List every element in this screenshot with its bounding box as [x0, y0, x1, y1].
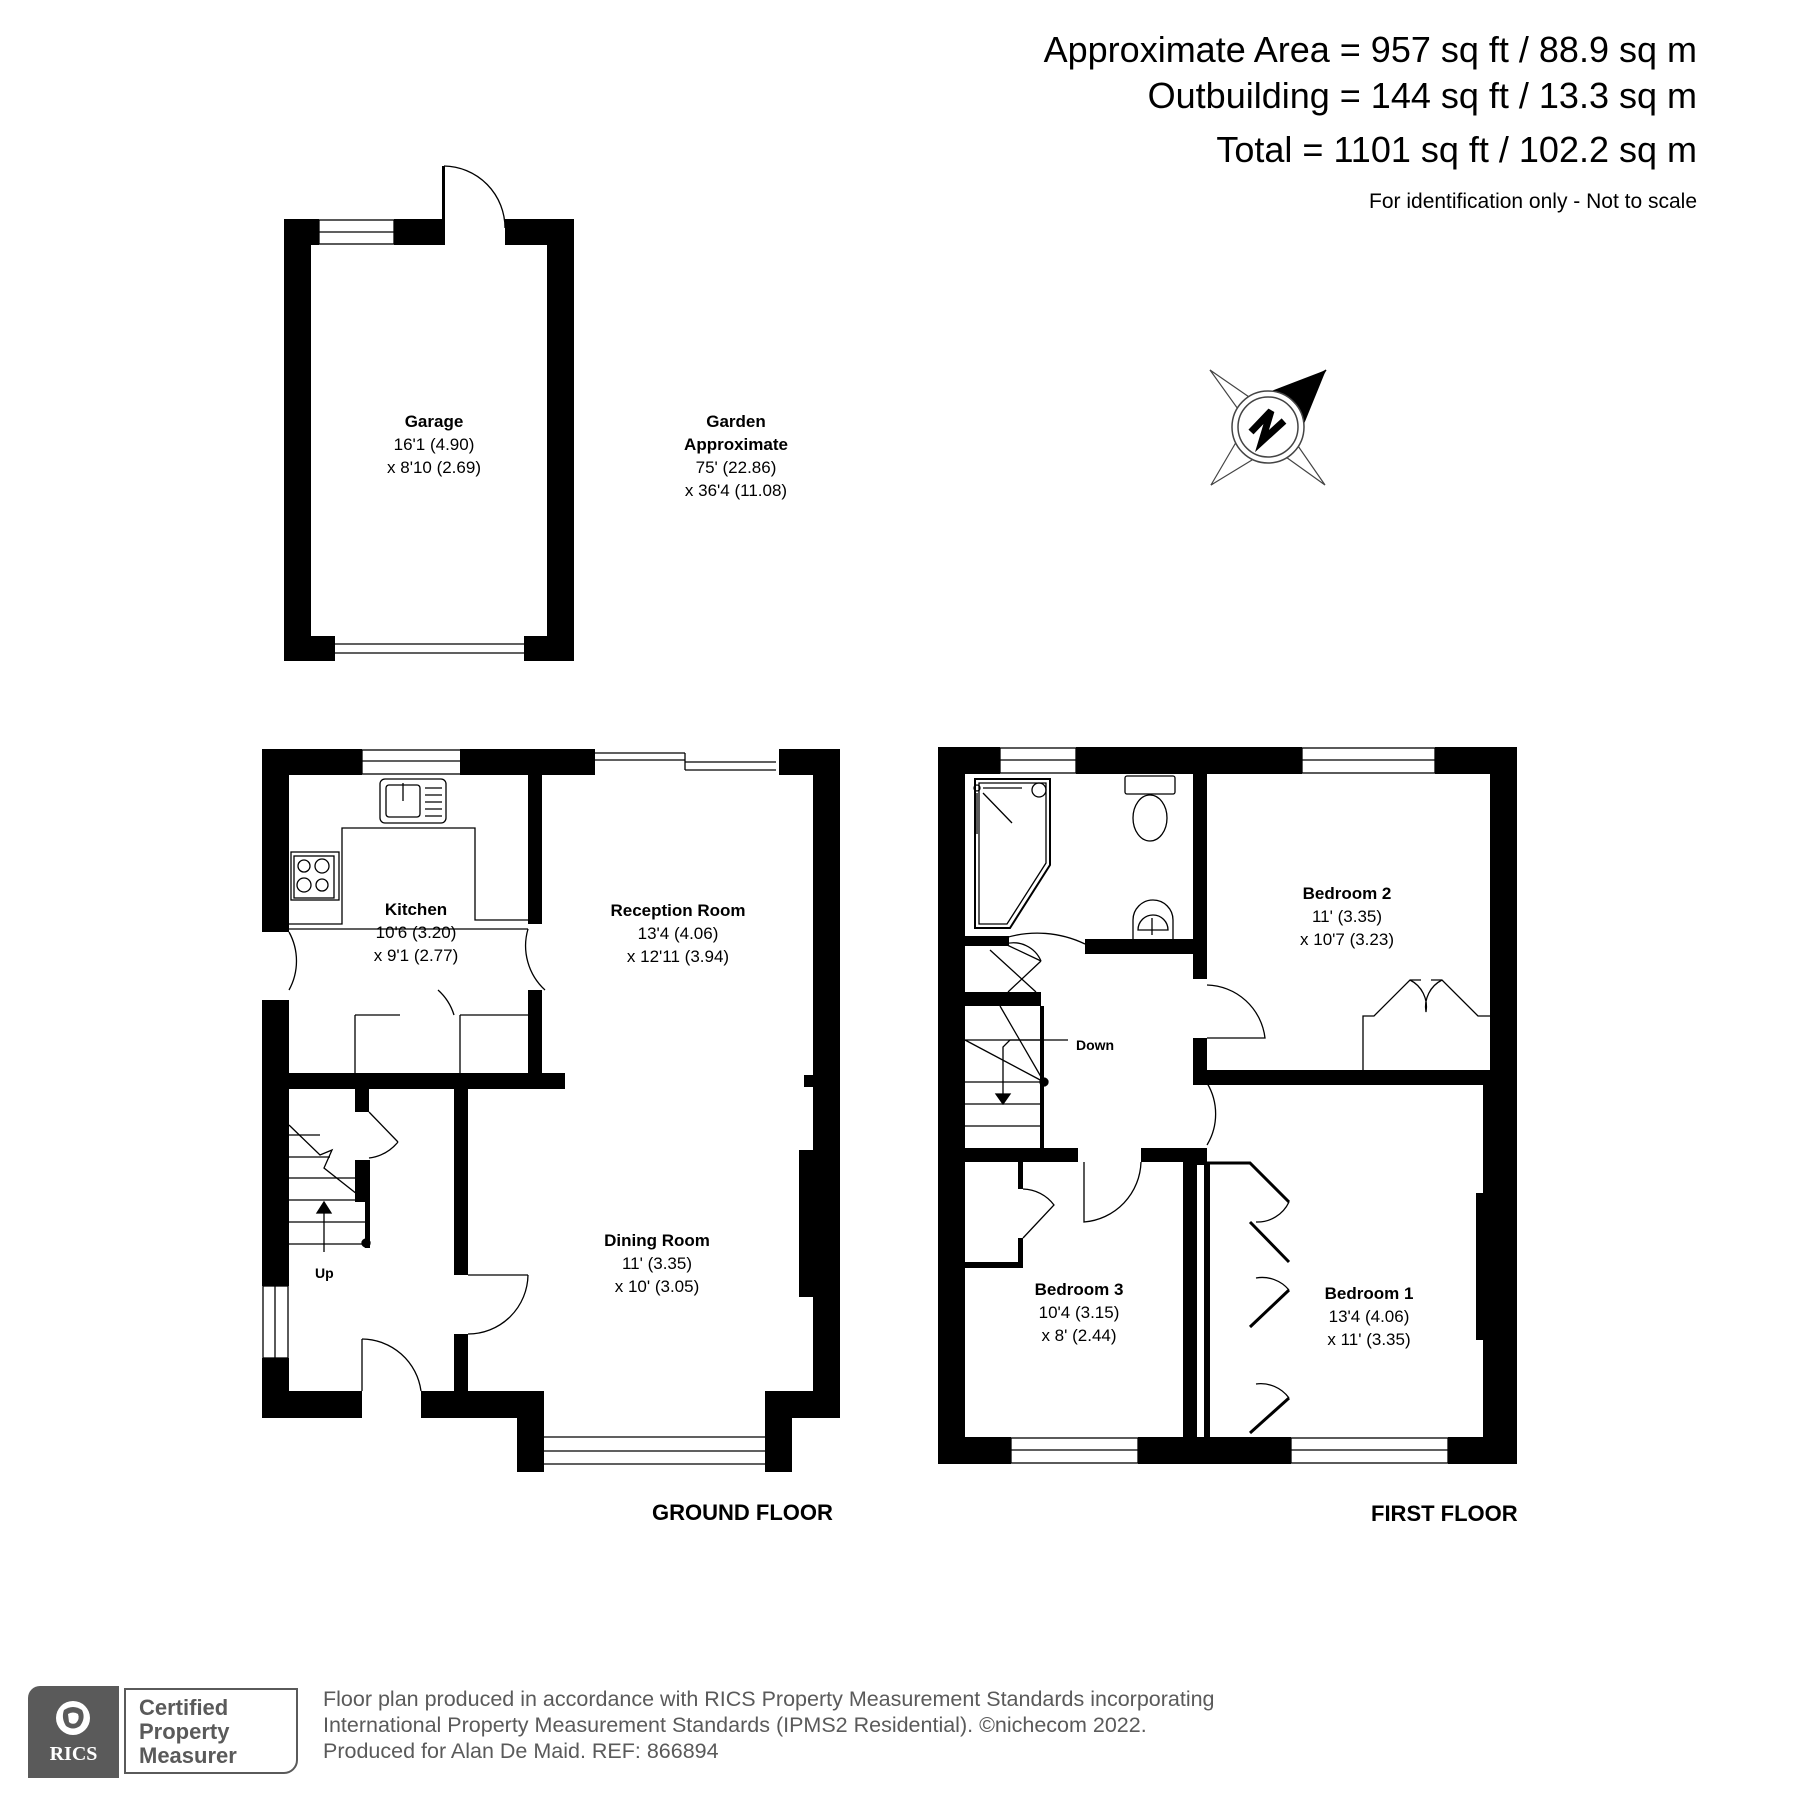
- ground-floor-walls: [262, 749, 840, 1472]
- room-dimension: 10'4 (3.15): [1038, 1303, 1120, 1322]
- room-dimension: x 9'1 (2.77): [373, 946, 459, 965]
- room-garage: Garage 16'1 (4.90) x 8'10 (2.69): [387, 410, 481, 479]
- footer-statement: Floor plan produced in accordance with R…: [323, 1686, 1215, 1764]
- room-name: Bedroom 2: [1302, 884, 1392, 903]
- approximate-area: Approximate Area = 957 sq ft / 88.9 sq m: [1043, 29, 1697, 70]
- footer-line: International Property Measurement Stand…: [323, 1713, 1147, 1737]
- scale-disclaimer: For identification only - Not to scale: [1369, 190, 1697, 213]
- room-name: Garage: [404, 412, 464, 431]
- footer-line: Produced for Alan De Maid. REF: 866894: [323, 1739, 719, 1763]
- room-dimension: x 8' (2.44): [1041, 1326, 1117, 1345]
- first-floor-walls: [938, 747, 1517, 1464]
- room-dimension: 75' (22.86): [695, 458, 777, 477]
- room-dimension: x 8'10 (2.69): [387, 458, 481, 477]
- room-dimension: 10'6 (3.20): [375, 923, 457, 942]
- rics-wordmark: RICS: [49, 1743, 98, 1765]
- room-name: Kitchen: [384, 900, 448, 919]
- room-dimension: 11' (3.35): [1311, 907, 1383, 926]
- room-dimension: x 10'7 (3.23): [1300, 930, 1394, 949]
- room-dimension: 13'4 (4.06): [637, 924, 719, 943]
- area-garden: Garden Approximate 75' (22.86) x 36'4 (1…: [684, 410, 788, 502]
- stairs-down-label: Down: [1076, 1037, 1115, 1053]
- badge-line: Measurer: [139, 1743, 237, 1768]
- room-dimension: x 36'4 (11.08): [684, 481, 788, 500]
- room-bedroom-3: Bedroom 3 10'4 (3.15) x 8' (2.44): [1035, 1278, 1124, 1347]
- room-kitchen: Kitchen 10'6 (3.20) x 9'1 (2.77): [374, 898, 459, 967]
- room-name: Dining Room: [604, 1231, 710, 1250]
- room-name: Reception Room: [610, 901, 746, 920]
- garage-outbuilding: [284, 166, 574, 661]
- room-dining: Dining Room 11' (3.35) x 10' (3.05): [604, 1229, 710, 1298]
- first-floor-title: FIRST FLOOR: [1371, 1501, 1518, 1526]
- room-name-qualifier: Approximate: [684, 435, 788, 454]
- room-dimension: x 11' (3.35): [1327, 1330, 1411, 1349]
- room-dimension: 16'1 (4.90): [393, 435, 475, 454]
- room-dimension: x 10' (3.05): [614, 1277, 700, 1296]
- room-bedroom-1: Bedroom 1 13'4 (4.06) x 11' (3.35): [1325, 1282, 1414, 1351]
- room-name: Bedroom 3: [1034, 1280, 1124, 1299]
- outbuilding-area: Outbuilding = 144 sq ft / 13.3 sq m: [1147, 75, 1697, 116]
- room-bedroom-2: Bedroom 2 11' (3.35) x 10'7 (3.23): [1300, 882, 1394, 951]
- rics-logo: RICS: [28, 1686, 119, 1778]
- room-name: Garden: [706, 412, 766, 431]
- badge-line: Property: [139, 1719, 230, 1744]
- rics-lion-icon: [56, 1701, 90, 1735]
- ground-floor-details: [262, 749, 776, 1465]
- badge-line: Certified: [139, 1695, 229, 1720]
- room-dimension: 11' (3.35): [621, 1254, 693, 1273]
- room-name: Bedroom 1: [1324, 1284, 1414, 1303]
- rics-certified-badge: RICS Certified Property Measurer: [28, 1686, 302, 1778]
- first-floor-details: [964, 747, 1490, 1464]
- total-area: Total = 1101 sq ft / 102.2 sq m: [1216, 129, 1697, 170]
- stairs-up-label: Up: [315, 1265, 334, 1281]
- room-reception: Reception Room 13'4 (4.06) x 12'11 (3.94…: [610, 899, 745, 968]
- room-dimension: x 12'11 (3.94): [626, 947, 730, 966]
- garage-details: [318, 165, 524, 654]
- ground-floor-title: GROUND FLOOR: [652, 1500, 833, 1525]
- room-dimension: 13'4 (4.06): [1328, 1307, 1410, 1326]
- footer-line: Floor plan produced in accordance with R…: [323, 1687, 1215, 1711]
- certification-text-box: Certified Property Measurer: [124, 1688, 298, 1774]
- compass-north-icon: [1209, 369, 1327, 486]
